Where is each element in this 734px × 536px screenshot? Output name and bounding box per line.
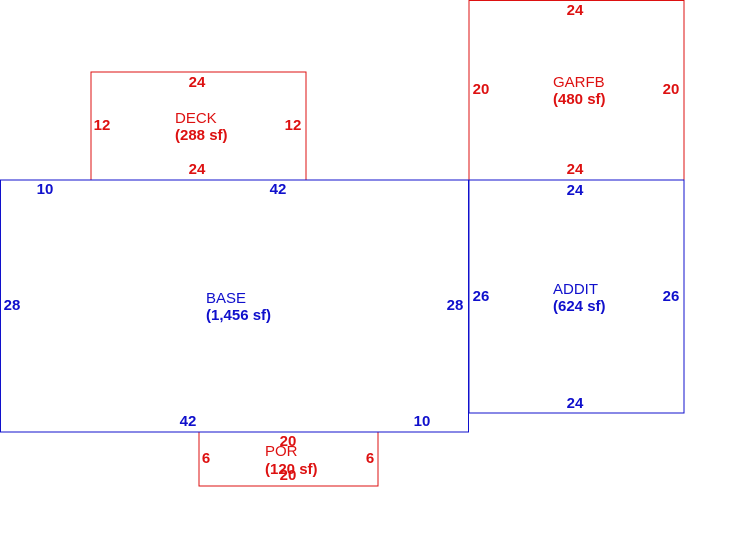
addit-dim-left: 26 — [473, 288, 490, 305]
por-dim-left: 6 — [202, 450, 210, 467]
deck-dim-top: 24 — [189, 74, 206, 91]
addit-dim-right: 26 — [663, 288, 680, 305]
garfb-dim-top: 24 — [567, 2, 584, 19]
deck-dim-left: 12 — [94, 117, 111, 134]
base-area: 10 42 28 28 42 10 BASE (1,456 sf) — [0, 179, 469, 433]
por-dim-bottom: 20 — [280, 467, 297, 484]
garfb-name: GARFB — [553, 74, 605, 91]
addit-area: 24 26 26 24 ADDIT (624 sf) — [468, 179, 685, 414]
base-dim-left: 28 — [4, 297, 21, 314]
por-dim-right: 6 — [366, 450, 374, 467]
por-dim-top: 20 — [280, 433, 297, 450]
addit-area-label: (624 sf) — [553, 298, 606, 315]
addit-dim-bottom: 24 — [567, 395, 584, 412]
deck-area-label: (288 sf) — [175, 127, 228, 144]
garfb-dim-bottom: 24 — [567, 161, 584, 178]
deck-dim-bottom: 24 — [189, 161, 206, 178]
addit-name: ADDIT — [553, 281, 598, 298]
base-dim-top: 42 — [270, 181, 287, 198]
addit-outline — [468, 179, 685, 414]
garfb-area-label: (480 sf) — [553, 91, 606, 108]
deck-dim-right: 12 — [285, 117, 302, 134]
base-dim-bottom-right: 10 — [414, 413, 431, 430]
base-dim-right: 28 — [447, 297, 464, 314]
por-area-label: (120 sf) — [265, 461, 318, 478]
base-dim-bottom: 42 — [180, 413, 197, 430]
base-name: BASE — [206, 290, 246, 307]
base-area-label: (1,456 sf) — [206, 307, 271, 324]
garfb-area: 24 20 20 24 GARFB (480 sf) — [468, 0, 685, 181]
deck-name: DECK — [175, 110, 217, 127]
garfb-dim-right: 20 — [663, 81, 680, 98]
garfb-dim-left: 20 — [473, 81, 490, 98]
base-dim-top-left: 10 — [37, 181, 54, 198]
por-area: 20 6 6 20 POR (120 sf) — [198, 431, 379, 487]
deck-area: 24 12 12 24 DECK (288 sf) — [90, 71, 307, 181]
addit-dim-top: 24 — [567, 182, 584, 199]
por-name: POR — [265, 443, 298, 460]
